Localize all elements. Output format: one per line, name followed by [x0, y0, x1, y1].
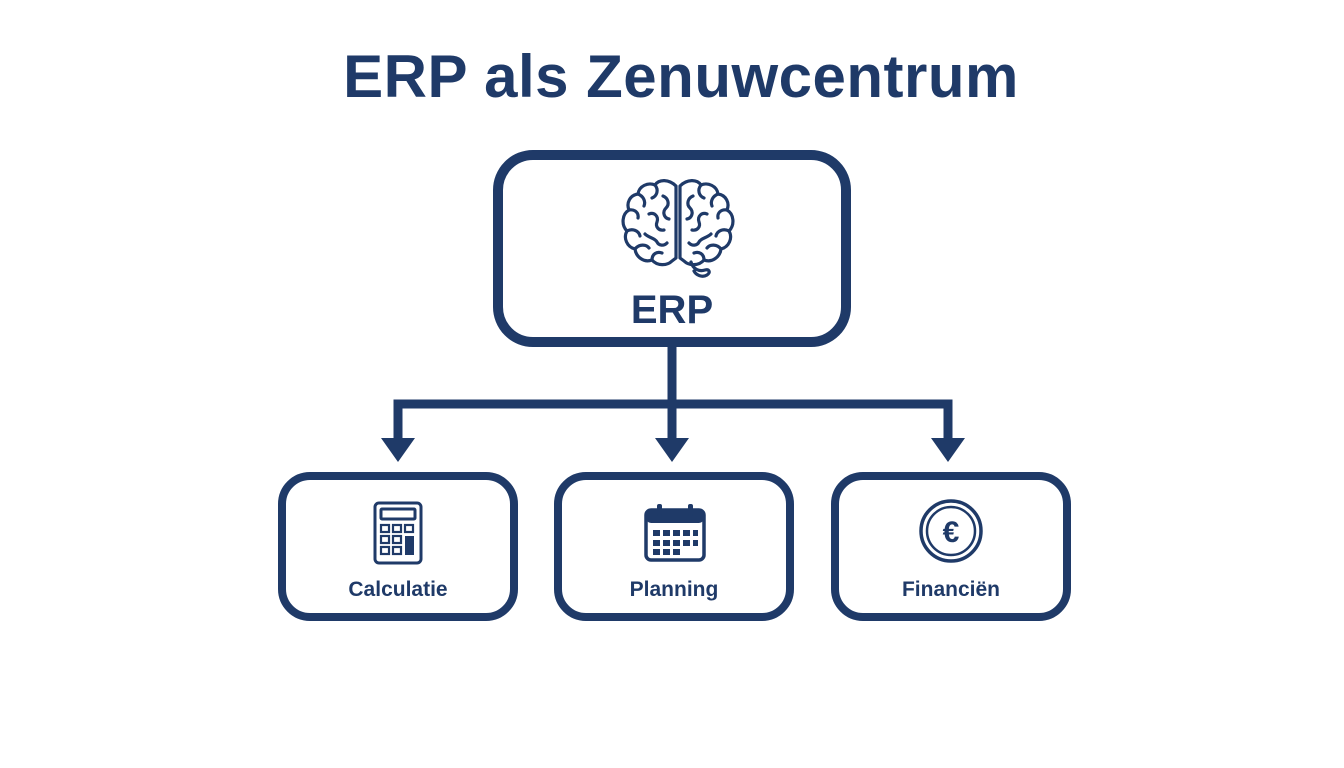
erp-label: ERP	[630, 288, 714, 332]
calculator-icon	[373, 501, 423, 565]
module-label: Financiën	[901, 578, 1001, 601]
page-title: ERP als Zenuwcentrum	[343, 43, 1019, 110]
brain-icon	[621, 179, 735, 278]
arrowhead-financien	[931, 438, 965, 462]
module-calculatie: Calculatie	[278, 472, 518, 621]
erp-central-box: ERP	[493, 150, 851, 347]
arrowhead-planning	[655, 438, 689, 462]
module-label: Planning	[629, 578, 719, 601]
module-planning: Planning	[554, 472, 794, 621]
arrowhead-calculatie	[381, 438, 415, 462]
euro-coin-icon: €	[919, 499, 983, 563]
module-financien: € Financiën	[831, 472, 1071, 621]
svg-text:€: €	[943, 516, 960, 549]
calendar-icon	[644, 504, 706, 562]
module-label: Calculatie	[348, 578, 448, 601]
